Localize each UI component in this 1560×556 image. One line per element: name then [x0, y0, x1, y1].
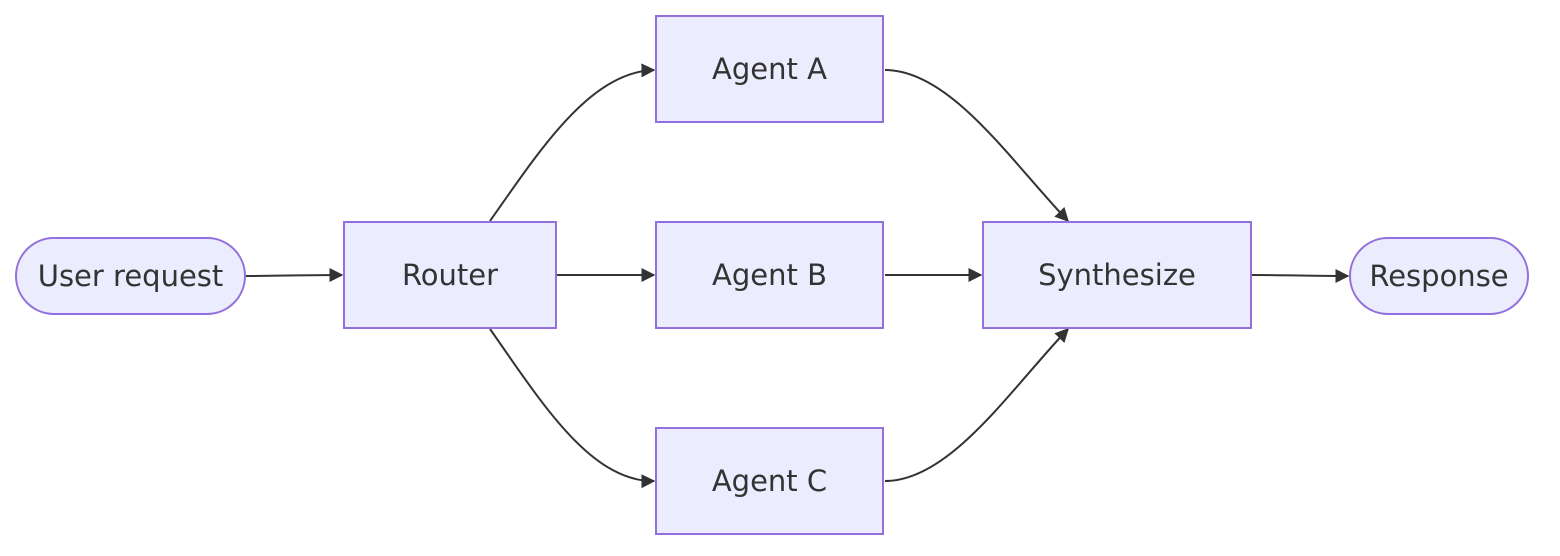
edge-router-to-agent-a — [489, 63, 656, 222]
edge-agent-a-to-synthesize — [884, 69, 1069, 223]
node-synthesize: Synthesize — [982, 221, 1252, 329]
edge-synthesize-to-response — [1251, 268, 1350, 283]
node-router: Router — [343, 221, 557, 329]
edge-agent-c-to-synthesize — [884, 327, 1069, 482]
node-agent-b: Agent B — [655, 221, 884, 329]
edge-user-request-to-router — [245, 268, 344, 283]
node-user-request: User request — [15, 237, 246, 315]
node-agent-a: Agent A — [655, 15, 884, 123]
edge-router-to-agent-c — [489, 328, 656, 489]
node-agent-c: Agent C — [655, 427, 884, 535]
node-response: Response — [1349, 237, 1529, 315]
